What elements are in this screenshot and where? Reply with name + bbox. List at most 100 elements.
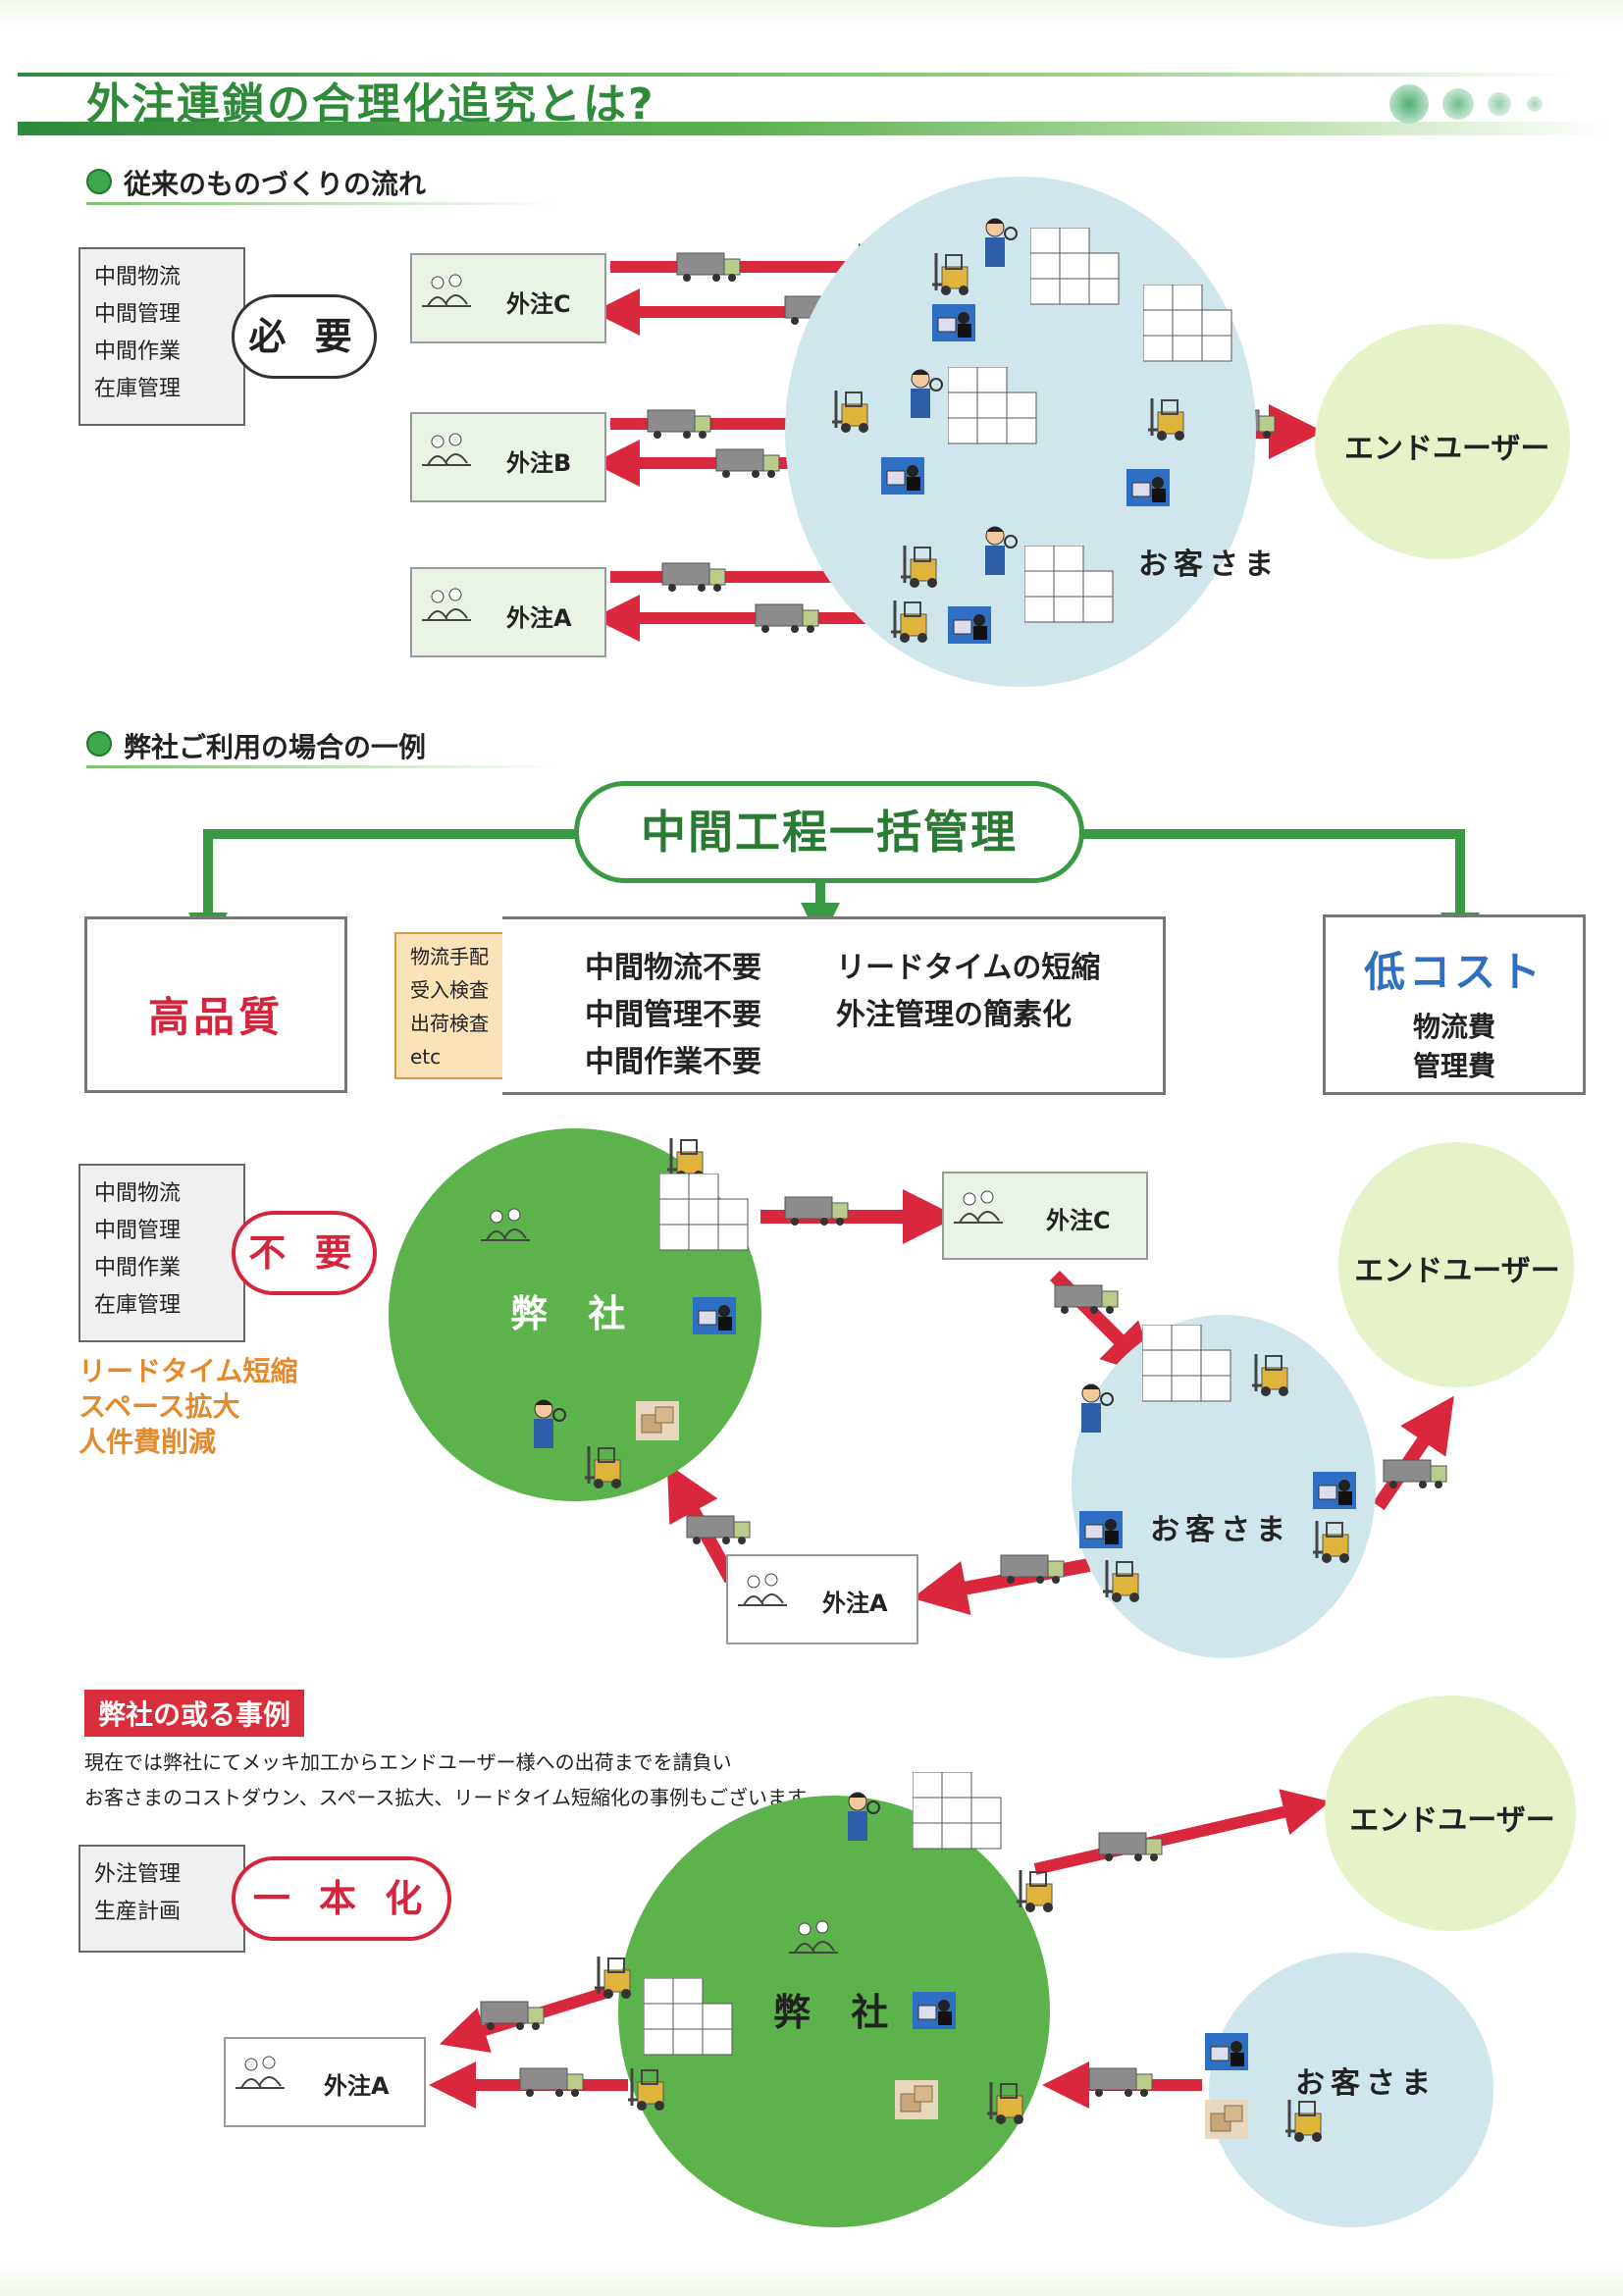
office-worker-icon [693,1297,737,1335]
stacked-boxes-icon [913,1772,1002,1850]
section3-label-box: 外注管理 生産計画 [79,1845,245,1953]
cost-item: 物流費 [1412,1011,1495,1043]
customer-label: お客さま [1150,1513,1291,1547]
section1-heading: 従来のものづくりの流れ [124,168,427,200]
decor-dot [1527,96,1543,112]
supplier-c-label: 外注C [506,290,571,318]
enduser-circle [1338,1142,1574,1387]
worker-icon [533,1399,566,1449]
factory-icon [422,274,472,307]
office-worker-icon [913,1992,957,2030]
office-worker-icon [1126,469,1171,507]
decor-dot [1389,84,1429,124]
section1-pill: 必 要 [232,294,377,379]
benefits-orange-list: リードタイム短縮 スペース拡大 人件費削減 [79,1355,298,1458]
benefit-item: 中間物流不要 [585,951,761,985]
forklift-icon [832,391,870,435]
cardboard-box-icon [636,1401,680,1441]
forklift-icon [932,253,970,297]
office-worker-icon [1313,1472,1357,1510]
forklift-icon [987,2082,1025,2126]
top-gradient-bar [0,0,1623,26]
truck-icon [647,409,711,440]
office-worker-icon [1205,2033,1249,2071]
forklift-icon [595,1957,633,2001]
section-bullet [86,731,112,757]
title-rule [18,122,1607,135]
supplier-c-factory: 外注C [410,253,606,343]
stacked-boxes-icon [1030,228,1120,305]
title-top-rule [18,73,1568,77]
cardboard-box-icon [895,2080,939,2120]
factory-icon [422,433,472,466]
worker-icon [984,218,1018,268]
case-study-desc: 現在では弊社にてメッキ加工からエンドユーザー様への出荷までを請負い [84,1750,732,1774]
supplier-a-label: 外注A [822,1590,888,1617]
stacked-boxes-icon [1024,546,1114,623]
worker-icon [910,369,943,419]
worker-icon [847,1792,880,1842]
benefit-item: 中間管理不要 [585,998,761,1032]
section-bullet [86,169,112,194]
enduser-label: エンドユーザー [1354,1254,1560,1288]
cost-item: 管理費 [1412,1050,1495,1082]
decor-dot [1442,88,1474,120]
low-cost-label: 低コスト [1363,948,1544,996]
office-worker-icon [932,304,976,342]
forklift-icon [891,600,929,645]
page-title: 外注連鎖の合理化追究とは? [86,79,655,130]
stacked-boxes-icon [1143,285,1232,362]
decor-dot [1488,92,1511,116]
forklift-icon [628,2068,666,2113]
forklift-icon [901,546,939,590]
high-quality-box: 高品質 [84,916,347,1093]
forklift-icon [1313,1521,1351,1565]
supplier-a-label: 外注A [324,2072,390,2100]
factory-icon [954,1190,1004,1224]
forklift-icon [1252,1354,1290,1398]
supplier-a-factory: 外注A [410,567,606,657]
benefit-item: リードタイムの短縮 [836,951,1101,985]
truck-icon [715,448,780,479]
people-icon [789,1920,839,1954]
section-rule [86,765,557,768]
forklift-icon [1148,398,1186,443]
customer-circle [1209,1953,1493,2227]
supplier-c-factory: 外注C [942,1172,1148,1260]
truck-icon [676,252,741,283]
worker-icon [1080,1383,1114,1434]
supplier-c-label: 外注C [1046,1207,1111,1234]
company-label: 弊 社 [773,1991,903,2034]
truck-icon [686,1515,751,1545]
company-label: 弊 社 [510,1292,640,1335]
factory-icon [422,588,472,621]
bottom-gradient-bar [0,2267,1623,2296]
supplier-a-label: 外注A [506,604,572,632]
case-study-desc: お客さまのコストダウン、スペース拡大、リードタイム短縮化の事例もございます。 [84,1786,824,1809]
truck-icon [1088,2067,1153,2098]
forklift-icon [1103,1560,1141,1604]
section2-heading: 弊社ご利用の場合の一例 [124,731,427,763]
stacked-boxes-icon [659,1174,749,1251]
supplier-b-factory: 外注B [410,412,606,502]
supplier-a-factory: 外注A [726,1554,918,1644]
benefit-item: 外注管理の簡素化 [836,998,1072,1032]
truck-icon [661,562,726,593]
truck-icon [519,2067,584,2098]
forklift-icon [585,1446,623,1490]
enduser-label: エンドユーザー [1349,1803,1555,1838]
enduser-circle [1325,1696,1576,1931]
benefit-item: 中間作業不要 [585,1045,761,1079]
forklift-icon [1285,2100,1324,2144]
section2-label-box: 中間物流 中間管理 中間作業 在庫管理 [79,1164,245,1342]
high-quality-label: 高品質 [147,993,284,1041]
cardboard-box-icon [1205,2100,1249,2140]
factory-icon [738,1573,788,1606]
central-management-label: 中間工程一括管理 [574,781,1084,883]
people-icon [481,1208,531,1241]
section2-pill: 不 要 [232,1211,377,1295]
low-cost-box: 低コスト 物流費 管理費 [1323,914,1586,1095]
customer-label: お客さま [1295,2066,1437,2101]
section3-pill: 一 本 化 [232,1856,451,1941]
supplier-b-label: 外注B [506,449,572,477]
